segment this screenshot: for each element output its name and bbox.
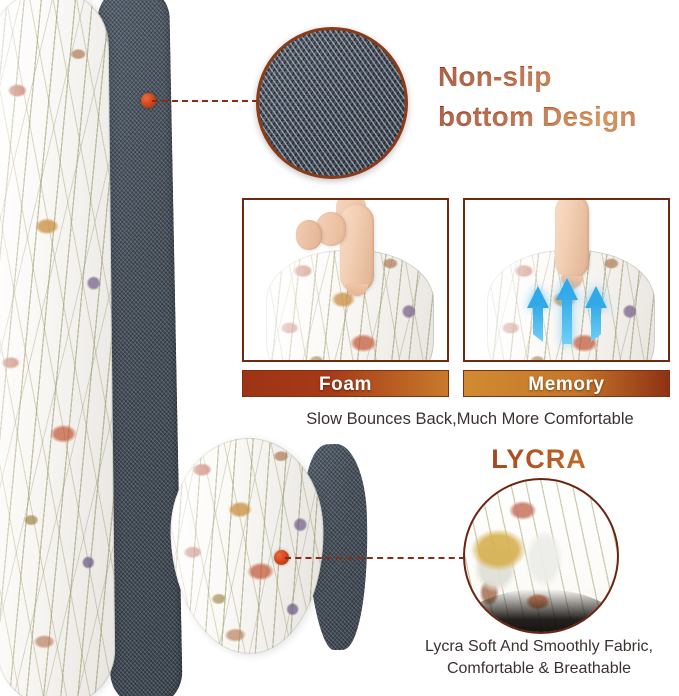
label-bar-foam: Foam [242, 370, 449, 397]
comparison-panel-memory [463, 198, 670, 362]
lycra-caption-line-1: Lycra Soft And Smoothly Fabric, [425, 638, 653, 655]
callout-dot-nonslip [141, 93, 156, 108]
comparison-caption: Slow Bounces Back,Much More Comfortable [306, 410, 634, 428]
memory-illustration [465, 200, 668, 360]
non-slip-texture-closeup [256, 27, 408, 179]
callout-dot-lycra [274, 550, 289, 565]
lycra-title: LYCRA [402, 444, 676, 475]
foam-pad-image [266, 250, 434, 360]
pad-edge-shadow [465, 589, 617, 632]
headline-line-1: Non-slip [438, 57, 674, 97]
foam-illustration [244, 200, 447, 360]
label-bar-memory: Memory [463, 370, 670, 397]
gloss-highlight [0, 0, 116, 696]
callout-leader-line-nonslip [152, 100, 258, 102]
comparison-panel-foam [242, 198, 449, 362]
lycra-caption: Lycra Soft And Smoothly Fabric, Comforta… [402, 636, 676, 680]
lycra-caption-line-2: Comfortable & Breathable [446, 660, 632, 677]
keyboard-wrist-rest-floral [0, 0, 116, 696]
mouse-wrist-rest-floral [167, 435, 328, 657]
page-title: Non-slip bottom Design [438, 57, 674, 137]
headline-line-2: bottom Design [438, 97, 674, 137]
gloss-highlight [167, 435, 328, 657]
lycra-fabric-closeup [463, 478, 619, 634]
callout-leader-line-lycra [285, 557, 465, 559]
